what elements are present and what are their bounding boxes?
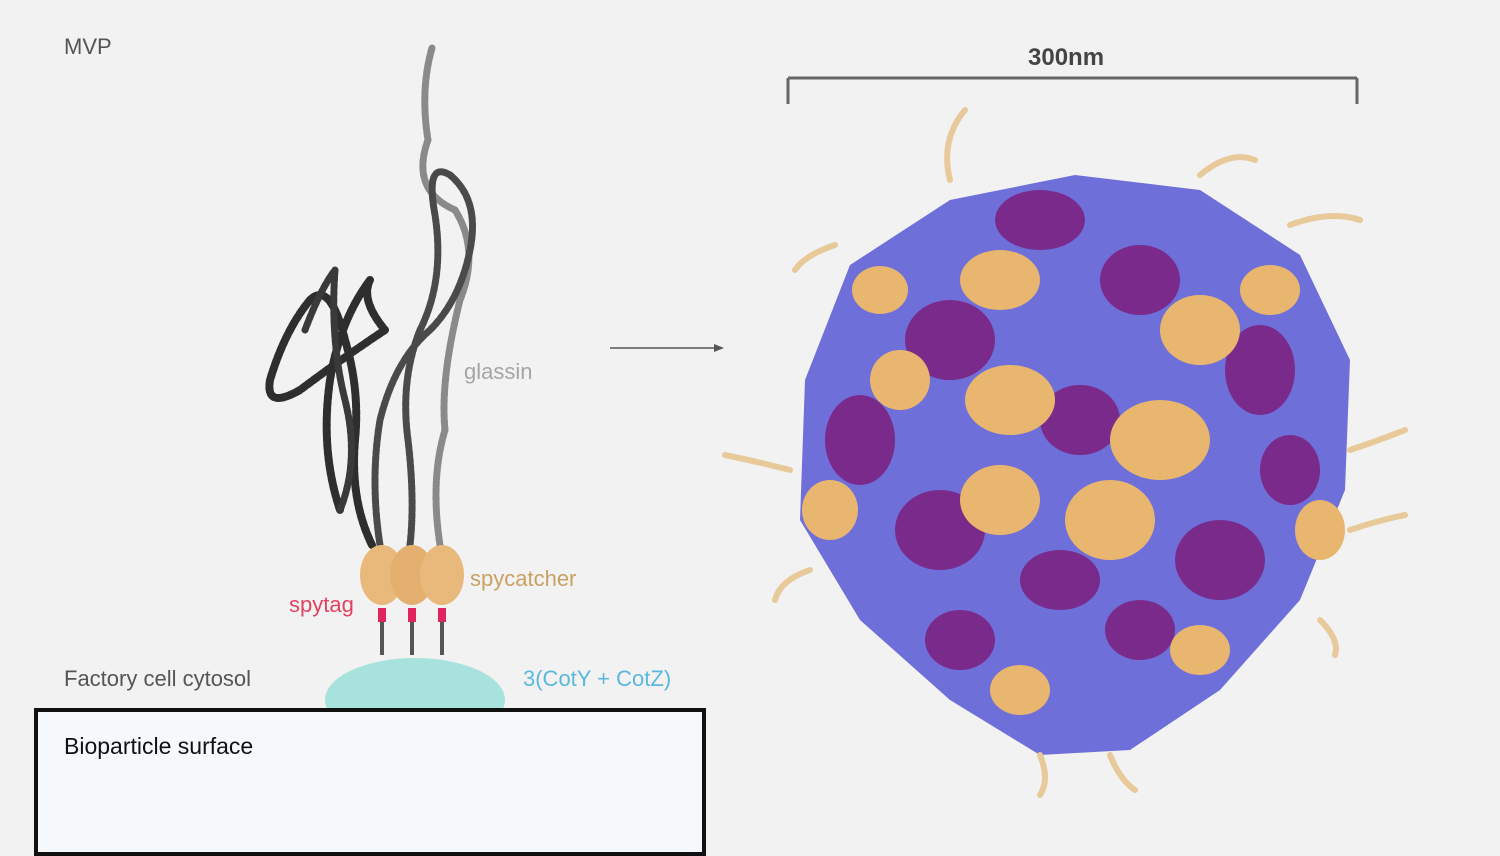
capsid-purple-patch bbox=[1020, 550, 1100, 610]
capsid-purple-patch bbox=[995, 190, 1085, 250]
capsid-purple-patch bbox=[1040, 385, 1120, 455]
bioparticle-surface-box bbox=[34, 708, 706, 856]
capsid-tan-patch bbox=[852, 266, 908, 314]
capsid-tan-patch bbox=[870, 350, 930, 410]
capsid-tail bbox=[944, 107, 968, 183]
capsid-tan-patch bbox=[1240, 265, 1300, 315]
spycatcher-domains bbox=[360, 545, 464, 605]
capsid-purple-patch bbox=[825, 395, 895, 485]
spycatcher-domain-3 bbox=[420, 545, 464, 605]
capsid-tan-patch bbox=[1065, 480, 1155, 560]
illustration bbox=[265, 44, 1408, 798]
capsid-tail bbox=[722, 452, 793, 473]
spytag-linker-2 bbox=[408, 608, 416, 622]
arrow-head bbox=[714, 344, 724, 352]
arrow bbox=[610, 344, 724, 352]
capsid-tan-patch bbox=[965, 365, 1055, 435]
spycatcher-label: spycatcher bbox=[470, 566, 577, 591]
scale-label: 300nm bbox=[1028, 44, 1105, 71]
capsid-tail bbox=[1347, 427, 1408, 453]
scale-bar bbox=[786, 76, 1359, 104]
capsid-tan-patch bbox=[990, 665, 1050, 715]
capsid-purple-patch bbox=[1260, 435, 1320, 505]
spytag-linker-3 bbox=[438, 608, 446, 622]
capsid-tail bbox=[1347, 512, 1408, 533]
capsid-tails bbox=[722, 107, 1408, 798]
capsid-tail bbox=[1317, 617, 1339, 658]
capsid-tan-patch bbox=[1160, 295, 1240, 365]
capsid-particle bbox=[722, 107, 1408, 798]
spytag-label: spytag bbox=[289, 592, 354, 617]
glassin-chain-2 bbox=[371, 168, 476, 549]
capsid-purple-patch bbox=[1225, 325, 1295, 415]
glassin-chains bbox=[265, 44, 476, 549]
capsid-tan-patch bbox=[1110, 400, 1210, 480]
capsid-tan-patch bbox=[1295, 500, 1345, 560]
capsid-tail bbox=[772, 567, 813, 603]
capsid-tail bbox=[1287, 213, 1363, 228]
glassin-chain-4 bbox=[301, 266, 355, 514]
glassin-label: glassin bbox=[464, 359, 533, 384]
capsid-tan-patch bbox=[802, 480, 858, 540]
capsid-tail bbox=[792, 242, 838, 273]
cot-complex-label: 3(CotY + CotZ) bbox=[523, 666, 672, 691]
glassin-chain-3 bbox=[265, 276, 389, 549]
capsid-tan-patch bbox=[960, 250, 1040, 310]
capsid-purple-patch bbox=[1105, 600, 1175, 660]
capsid-purple-patch bbox=[925, 610, 995, 670]
capsid-purple-patch bbox=[905, 300, 995, 380]
capsid-tan-patch bbox=[1170, 625, 1230, 675]
spytag-linker-1 bbox=[378, 608, 386, 622]
capsid-tail bbox=[1197, 154, 1258, 178]
surface-label: Bioparticle surface bbox=[64, 733, 254, 759]
capsid-tail bbox=[1037, 752, 1048, 798]
cytosol-label: Factory cell cytosol bbox=[64, 666, 252, 691]
capsid-tan-patches bbox=[802, 250, 1345, 715]
figure-title: MVP bbox=[64, 34, 112, 59]
capsid-purple-patch bbox=[1175, 520, 1265, 600]
spytag-linkers bbox=[378, 608, 446, 655]
capsid-purple-patches bbox=[825, 190, 1320, 670]
capsid-tan-patch bbox=[960, 465, 1040, 535]
capsid-tail bbox=[1107, 752, 1138, 793]
capsid-purple-patch bbox=[1100, 245, 1180, 315]
